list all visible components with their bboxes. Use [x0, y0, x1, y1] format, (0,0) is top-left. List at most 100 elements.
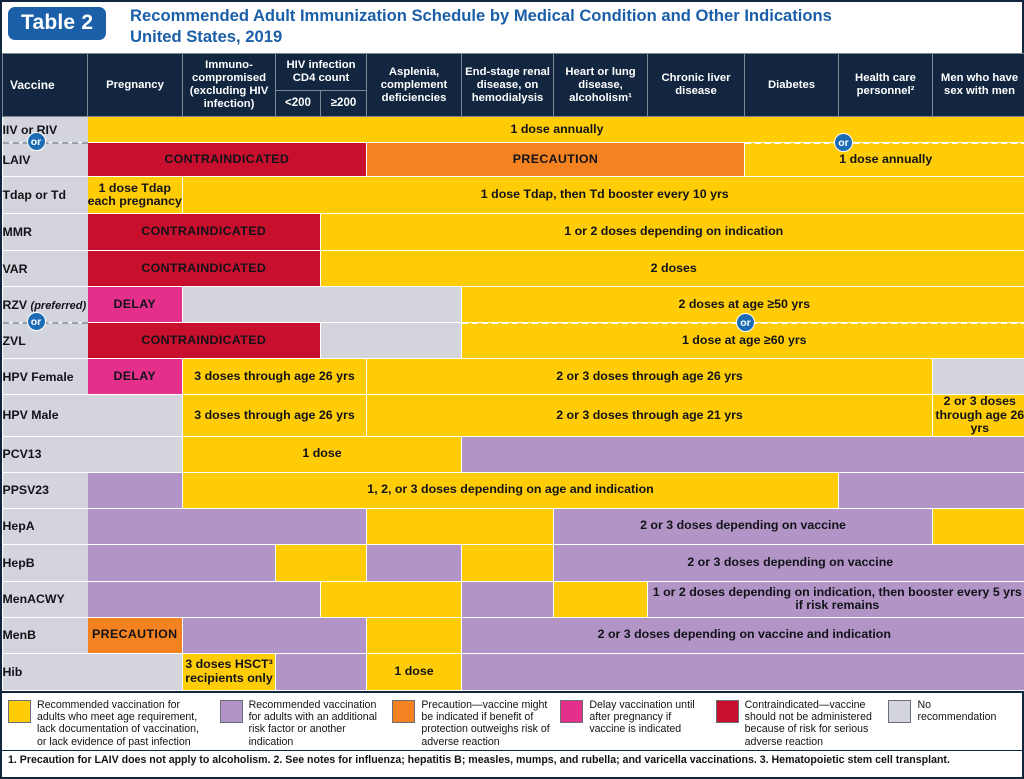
immunization-schedule-table: Vaccine Pregnancy Immuno-compromised (ex… [2, 53, 1024, 691]
legend-label: No recommendation [917, 698, 997, 723]
vaccine-label-hepa: HepA [2, 508, 88, 545]
col-header-esrd: End-stage renal disease, on hemodialysis [461, 53, 555, 117]
cell-menacwy-doses: 1 or 2 doses depending on indication, th… [647, 581, 1024, 618]
cell-mmr-doses: 1 or 2 doses depending on indication [320, 213, 1024, 251]
cell-menacwy-purple-1 [87, 581, 321, 618]
legend-item: Precaution—vaccine might be indicated if… [392, 699, 551, 749]
cell-laiv-dose-text: 1 dose annually [839, 151, 933, 166]
col-header-diabetes: Diabetes [744, 53, 840, 117]
cell-hib-purple-1 [275, 653, 368, 691]
cell-tdap-pregnancy: 1 dose Tdap each pregnancy [87, 176, 183, 214]
col-header-cd4-ge200: ≥200 [319, 89, 368, 118]
page-title: Recommended Adult Immunization Schedule … [130, 6, 1016, 47]
cell-pcv13-1dose: 1 dose [182, 436, 463, 473]
legend-item: Contraindicated—vaccine should not be ad… [715, 699, 880, 749]
cell-hepb-yellow-1 [275, 544, 368, 582]
cell-menb-precaution: PRECAUTION [87, 617, 183, 654]
cell-hib-hsct-line2: recipients only [185, 670, 273, 685]
header-row-1: Vaccine Pregnancy Immuno-compromised (ex… [2, 53, 1024, 117]
cell-hpv-male-3doses: 3 doses through age 26 yrs [182, 394, 368, 437]
cell-menacwy-purple-2 [461, 581, 555, 618]
cell-ppsv23-additional-risk [838, 472, 1024, 509]
cell-rzv-no-recommendation [182, 286, 463, 323]
col-header-cd4-lt200: <200 [275, 89, 321, 118]
vaccine-label-zvl-text: ZVL [2, 333, 26, 348]
title-bar: Table 2 Recommended Adult Immunization S… [2, 2, 1022, 53]
cell-hpv-male-no-recommendation [87, 394, 183, 437]
cell-ppsv23-doses: 1, 2, or 3 doses depending on age and in… [182, 472, 840, 509]
table-number-badge: Table 2 [8, 7, 107, 40]
cell-laiv-precaution: PRECAUTION [366, 142, 746, 177]
table-row: HepB 2 or 3 doses depending on vaccine [2, 544, 1024, 582]
legend-swatch-precaution [392, 699, 416, 723]
legend-swatch-recommended-age [8, 699, 31, 723]
col-header-heart-lung: Heart or lung disease, alcoholism¹ [553, 53, 649, 117]
cell-mmr-contraindicated: CONTRAINDICATED [87, 213, 321, 251]
or-badge-icon: or [26, 132, 46, 151]
cell-menacwy-yellow-2 [553, 581, 649, 618]
cell-hepa-yellow-2 [932, 508, 1024, 545]
legend-item: Recommended vaccination for adults who m… [8, 699, 211, 749]
cell-zvl-doses-text: 1 dose at age ≥60 yrs [681, 332, 807, 347]
table-row: MenB PRECAUTION 2 or 3 doses depending o… [2, 617, 1024, 654]
vaccine-label-hepb: HepB [2, 544, 88, 582]
cell-menb-doses: 2 or 3 doses depending on vaccine and in… [461, 617, 1024, 654]
cell-hepb-doses: 2 or 3 doses depending on vaccine [553, 544, 1024, 582]
vaccine-label-pcv13: PCV13 [2, 436, 88, 473]
cell-menacwy-yellow-1 [320, 581, 463, 618]
footnotes: 1. Precaution for LAIV does not apply to… [2, 750, 1022, 769]
cell-tdap-booster: 1 dose Tdap, then Td booster every 10 yr… [182, 176, 1024, 214]
legend-swatch-no-recommendation [888, 699, 912, 723]
col-header-asplenia: Asplenia, complement deficiencies [366, 53, 463, 117]
table-row: PPSV23 1, 2, or 3 doses depending on age… [2, 472, 1024, 509]
cell-hepb-yellow-2 [461, 544, 555, 582]
vaccine-label-rzv-note: (preferred) [30, 299, 87, 312]
vaccine-label-mmr: MMR [2, 213, 88, 251]
legend-item: Recommended vaccination for adults with … [219, 699, 384, 749]
table-row: IIV or RIV 1 dose annually [2, 116, 1024, 143]
cell-pcv13-no-recommendation [87, 436, 183, 473]
table-row: MenACWY 1 or 2 doses depending on indica… [2, 581, 1024, 618]
cell-rzv-delay: DELAY [87, 286, 183, 323]
table-row: HepA 2 or 3 doses depending on vaccine [2, 508, 1024, 545]
vaccine-label-menb: MenB [2, 617, 88, 654]
table-row: MMR CONTRAINDICATED 1 or 2 doses dependi… [2, 213, 1024, 251]
legend-label: Recommended vaccination for adults who m… [37, 698, 199, 748]
cell-hpv-female-3doses: 3 doses through age 26 yrs [182, 358, 368, 395]
table-row: PCV13 1 dose [2, 436, 1024, 473]
vaccine-label-tdap-td: Tdap or Td [2, 176, 88, 214]
cell-hepb-purple-2 [366, 544, 463, 582]
cell-hepa-purple-1 [87, 508, 368, 545]
col-header-liver: Chronic liver disease [647, 53, 746, 117]
cell-var-contraindicated: CONTRAINDICATED [87, 250, 321, 287]
vaccine-label-var: VAR [2, 250, 88, 287]
legend-label: Delay vaccination until after pregnancy … [589, 698, 695, 736]
cell-hib-1dose: 1 dose [366, 653, 463, 691]
cell-menb-purple-1 [182, 617, 368, 654]
cell-hib-no-recommendation [87, 653, 183, 691]
title-line-1: Recommended Adult Immunization Schedule … [130, 6, 832, 25]
col-header-msm: Men who have sex with men [932, 53, 1024, 117]
cell-hpv-male-msm-line2: through age 26 yrs [935, 407, 1024, 435]
legend-swatch-recommended-risk [219, 699, 243, 723]
or-badge-icon: or [834, 133, 854, 152]
cell-hib-hsct: 3 doses HSCT³ recipients only [182, 653, 276, 691]
or-divider-line-laiv-right [745, 142, 1024, 144]
legend-swatch-contraindicated [715, 699, 739, 723]
cell-hpv-female-2or3doses: 2 or 3 doses through age 26 yrs [366, 358, 934, 395]
cell-zvl-doses: or 1 dose at age ≥60 yrs [461, 313, 1024, 359]
vaccine-label-zvl: or ZVL [2, 312, 88, 359]
cell-var-doses: 2 doses [320, 250, 1024, 287]
cell-hpv-male-msm-line1: 2 or 3 doses [943, 394, 1016, 408]
vaccine-label-menacwy: MenACWY [2, 581, 88, 618]
cell-hpv-female-delay: DELAY [87, 358, 183, 395]
table-row: HPV Female DELAY 3 doses through age 26 … [2, 358, 1024, 395]
table-row: HPV Male 3 doses through age 26 yrs 2 or… [2, 394, 1024, 437]
cell-iiv-riv-all: 1 dose annually [87, 116, 1024, 143]
cell-hib-purple-2 [461, 653, 1024, 691]
header-row-2: <200 ≥200 [3, 89, 1024, 118]
vaccine-label-rzv-text: RZV [2, 297, 28, 312]
cell-hpv-male-2or3doses-21: 2 or 3 doses through age 21 yrs [366, 394, 934, 437]
table-row: VAR CONTRAINDICATED 2 doses [2, 250, 1024, 287]
legend: Recommended vaccination for adults who m… [2, 690, 1022, 751]
